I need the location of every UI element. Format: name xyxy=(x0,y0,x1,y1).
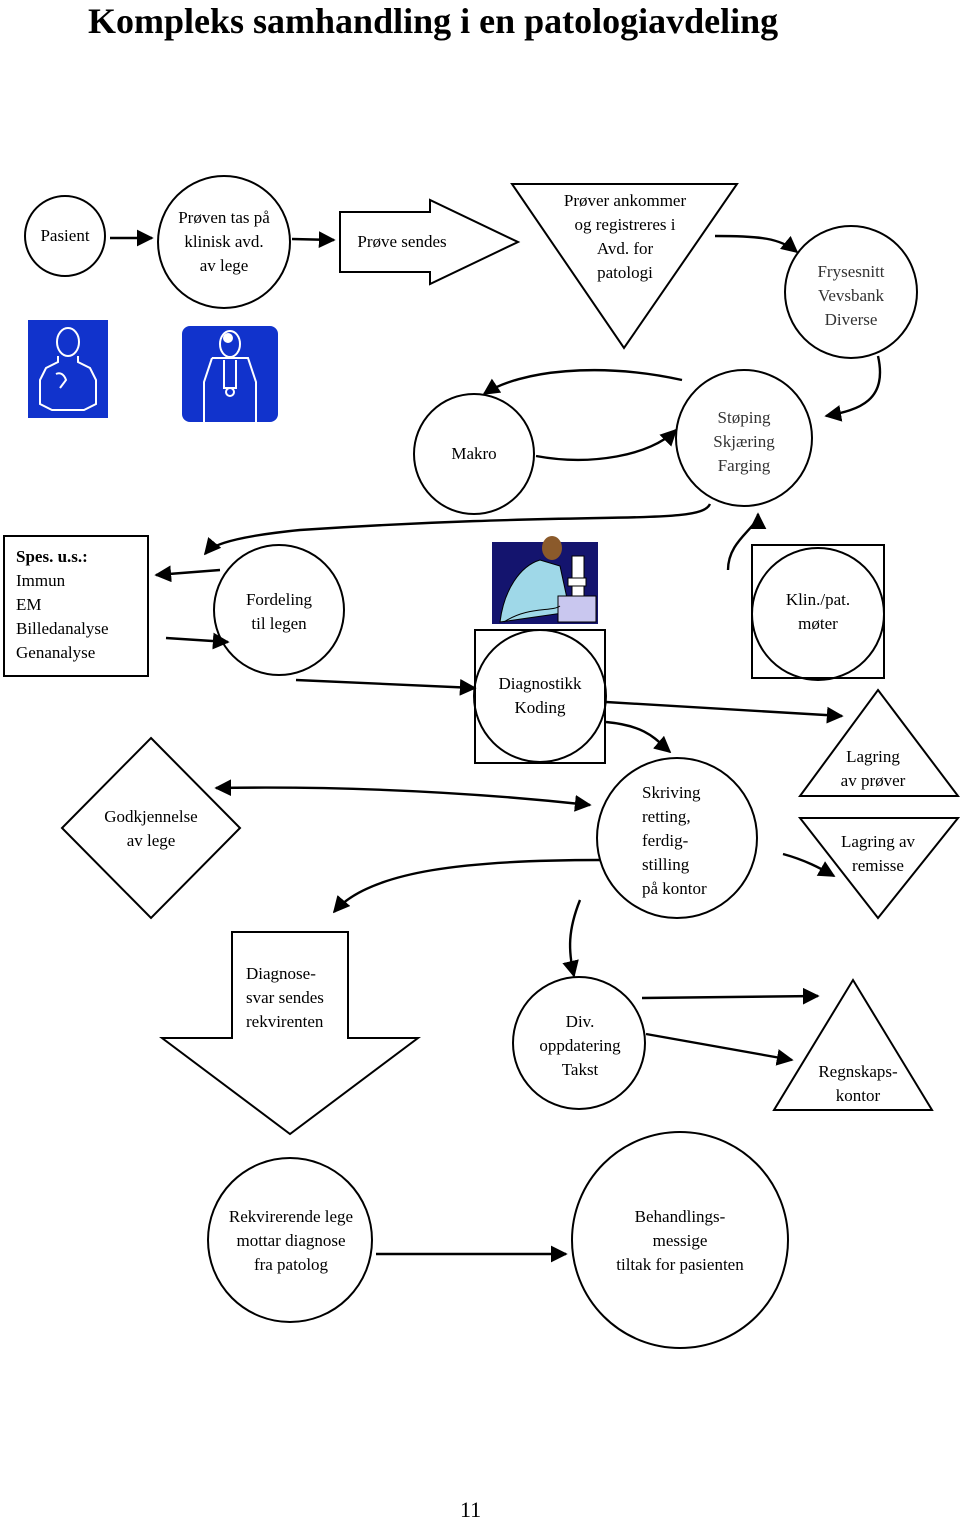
prover-ankommer-triangle xyxy=(510,183,739,350)
connector xyxy=(154,565,221,583)
proven-tas-node xyxy=(157,175,291,309)
prove-sendes-arrow-shape xyxy=(339,198,521,286)
makro-node xyxy=(413,393,535,515)
behandling-node xyxy=(571,1131,789,1349)
prover-ankommer-label: Prøver ankommer og registreres i Avd. fo… xyxy=(563,191,687,282)
fordeling-label: Fordeling til legen xyxy=(245,590,313,633)
klin-pat-circle xyxy=(751,547,885,681)
connector xyxy=(203,503,712,556)
regnskap-triangle xyxy=(772,978,934,1111)
regnskap-label: Regnskaps- kontor xyxy=(818,1062,898,1105)
skriving-label: Skriving retting, ferdig- stilling på ko… xyxy=(642,783,707,898)
proven-tas-label: Prøven tas på klinisk avd. av lege xyxy=(178,208,270,275)
behandling-label: Behandlings- messige tiltak for pasiente… xyxy=(616,1207,744,1274)
skriving-node xyxy=(596,757,758,919)
connector xyxy=(291,231,336,249)
stoping-label: Støping Skjæring Farging xyxy=(713,408,775,475)
spes-us-list: Immun EM Billedanalyse Genanalyse xyxy=(16,571,109,662)
div-label: Div. oppdatering Takst xyxy=(539,1012,621,1079)
connector xyxy=(641,987,820,1005)
lagring-triangle-down xyxy=(797,817,960,920)
patient-icon xyxy=(28,320,108,418)
connector xyxy=(726,512,767,571)
lagring-prover-label: Lagring av prøver xyxy=(840,747,906,790)
connector xyxy=(605,700,844,724)
diagnostikk-circle xyxy=(473,629,607,763)
diagnosesvar-arrow-shape xyxy=(159,931,421,1136)
page-title: Kompleks samhandling i en patologiavdeli… xyxy=(88,1,779,41)
connector xyxy=(165,632,230,650)
rekvirerende-label: Rekvirerende lege mottar diagnose fra pa… xyxy=(228,1207,354,1274)
pasient-label: Pasient xyxy=(40,226,90,245)
connector xyxy=(782,852,836,878)
prove-sendes-label: Prøve sendes xyxy=(357,232,447,251)
connector xyxy=(535,428,678,461)
fordeling-node xyxy=(213,544,345,676)
connector xyxy=(214,779,592,812)
godkjennelse-diamond xyxy=(60,736,242,920)
doctor-icon xyxy=(182,326,278,422)
godkjennelse-label: Godkjennelse av lege xyxy=(104,807,198,850)
rekvirerende-node xyxy=(207,1157,373,1323)
connector xyxy=(332,858,601,914)
diagnostikk-label: Diagnostikk Koding xyxy=(498,674,582,717)
microscope-icon xyxy=(492,536,598,624)
spes-us-box xyxy=(3,535,149,677)
connector xyxy=(295,678,477,696)
lagring-remisse-label: Lagring av remisse xyxy=(840,832,916,875)
makro-label: Makro xyxy=(451,444,497,463)
klin-pat-label: Klin./pat. møter xyxy=(785,590,851,633)
connector xyxy=(645,1032,794,1066)
page-number: 11 xyxy=(460,1497,482,1522)
connector xyxy=(605,720,672,754)
connector xyxy=(714,234,799,254)
div-node xyxy=(512,976,646,1110)
spes-us-heading: Spes. u.s.: xyxy=(16,547,88,566)
pasient-node xyxy=(24,195,106,277)
connector xyxy=(824,355,882,422)
connector xyxy=(482,369,683,395)
frysesnitt-node xyxy=(784,225,918,359)
diagnosesvar-label: Diagnose- svar sendes rekvirenten xyxy=(246,964,324,1031)
lagring-triangle-up xyxy=(798,688,960,797)
connector xyxy=(562,899,582,978)
frysesnitt-label: Frysesnitt Vevsbank Diverse xyxy=(817,262,885,329)
